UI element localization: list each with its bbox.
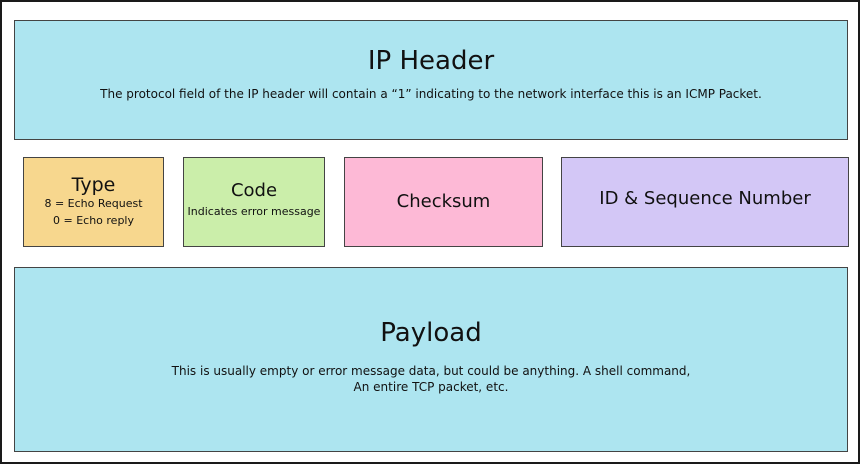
code-field-title: Code <box>230 180 278 201</box>
payload-title: Payload <box>380 318 482 348</box>
ip-header-description: The protocol field of the IP header will… <box>100 87 762 101</box>
id-sequence-field-title: ID & Sequence Number <box>599 188 811 209</box>
code-field-description: Indicates error message <box>187 205 321 218</box>
type-field-title: Type <box>71 174 116 196</box>
ip-header-box: IP Header The protocol field of the IP h… <box>14 20 848 140</box>
ip-header-title: IP Header <box>367 46 495 76</box>
type-echo-request-text: 8 = Echo Request <box>44 197 143 210</box>
payload-box: Payload This is usually empty or error m… <box>14 267 848 452</box>
type-field-box: Type 8 = Echo Request 0 = Echo reply <box>23 157 164 247</box>
id-sequence-field-box: ID & Sequence Number <box>561 157 849 247</box>
payload-description: This is usually empty or error message d… <box>171 364 691 394</box>
checksum-field-box: Checksum <box>344 157 543 247</box>
type-echo-reply-text: 0 = Echo reply <box>52 214 134 227</box>
code-field-box: Code Indicates error message <box>183 157 325 247</box>
checksum-field-title: Checksum <box>396 191 491 212</box>
